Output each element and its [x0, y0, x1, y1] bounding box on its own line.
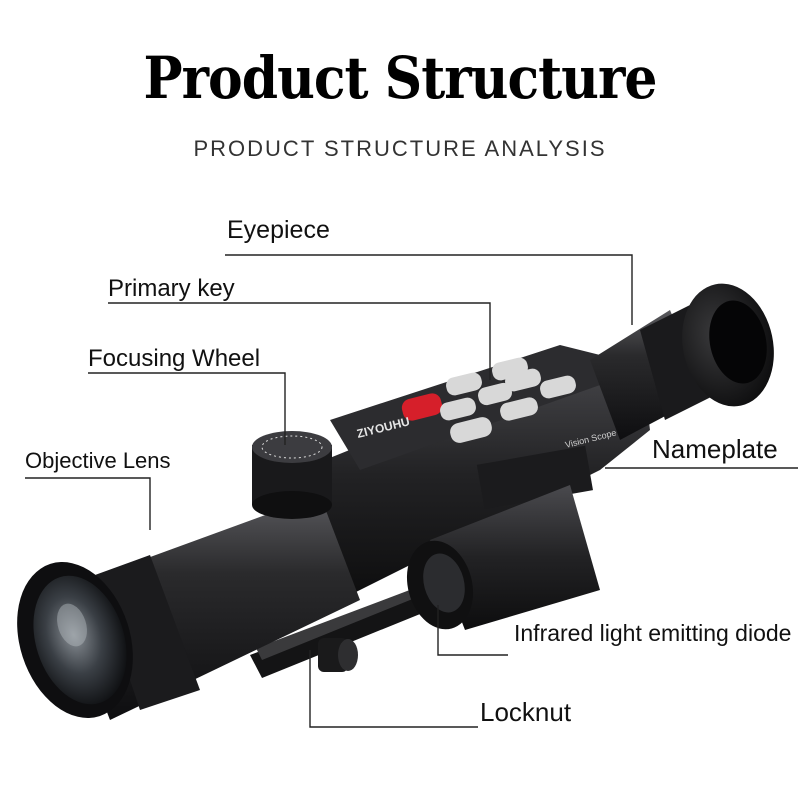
leader-eyepiece — [225, 254, 633, 325]
focusing-wheel-knob — [252, 431, 332, 519]
ir-illuminator — [406, 445, 600, 630]
callout-eyepiece: Eyepiece — [227, 216, 330, 244]
callout-locknut: Locknut — [480, 697, 572, 727]
rail-mount — [250, 588, 430, 678]
page-subtitle: PRODUCT STRUCTURE ANALYSIS — [193, 136, 607, 161]
objective-tube — [60, 495, 360, 720]
callout-focusing-wheel: Focusing Wheel — [88, 345, 261, 372]
eyepiece-assembly — [590, 283, 774, 440]
leader-ir-diode — [437, 605, 508, 656]
callout-ir-diode: Infrared light emitting diode — [514, 620, 792, 646]
panel-button — [505, 368, 541, 392]
panel-button — [500, 397, 538, 421]
panel-button — [450, 417, 492, 443]
leader-lines — [25, 254, 798, 728]
panel-button — [540, 375, 576, 399]
leader-primary-key — [108, 302, 491, 380]
panel-button — [446, 372, 482, 396]
power-button — [401, 393, 443, 421]
leader-focusing-wheel — [88, 372, 286, 445]
page-title: Product Structure — [143, 44, 658, 113]
callout-primary-key: Primary key — [108, 275, 235, 302]
control-panel — [401, 357, 576, 443]
callout-objective-lens: Objective Lens — [25, 448, 171, 473]
panel-button — [440, 397, 476, 421]
panel-button — [478, 382, 512, 406]
callout-nameplate: Nameplate — [652, 434, 778, 464]
leader-objective-lens — [25, 477, 151, 530]
locknut-knob — [318, 638, 358, 672]
objective-lens — [17, 562, 133, 718]
leader-locknut — [309, 650, 478, 728]
